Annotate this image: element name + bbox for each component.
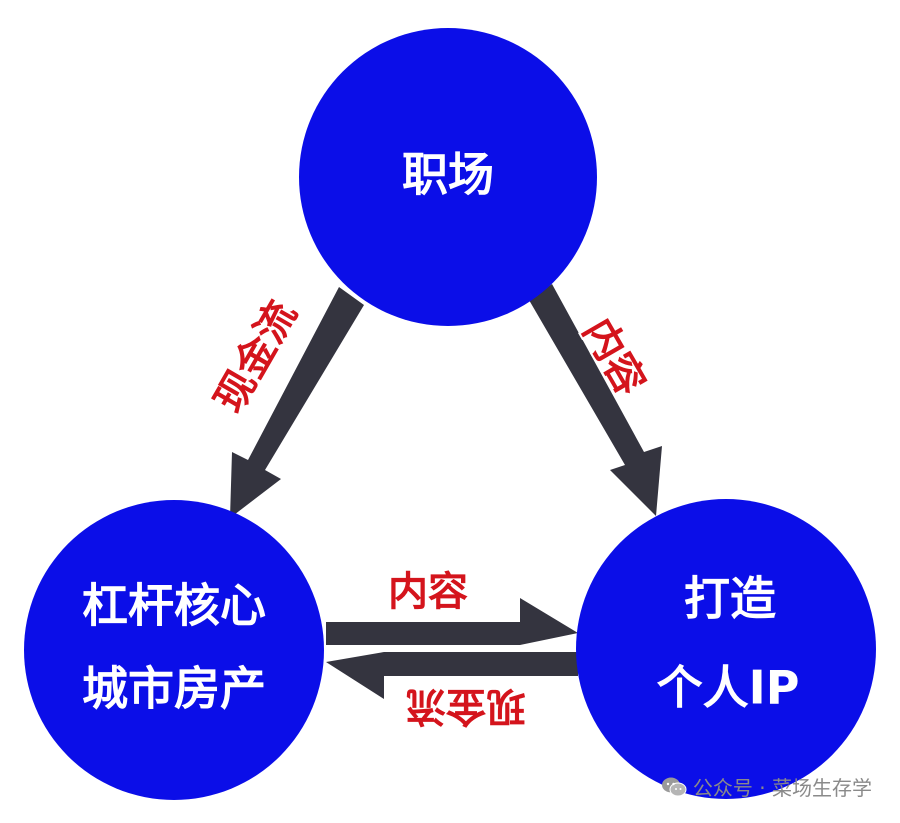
- wechat-icon: [661, 777, 687, 796]
- node-left-line1: 杠杆核心: [82, 579, 266, 633]
- node-right-circle: [576, 499, 876, 799]
- watermark: 公众号 · 菜场生存学: [661, 772, 872, 801]
- node-right-line1: 打造: [684, 572, 776, 626]
- edge-label-left-to-right: 内容: [388, 569, 468, 615]
- node-left-circle: [24, 500, 324, 800]
- watermark-text: 公众号 · 菜场生存学: [692, 776, 872, 800]
- arrow-right-to-left: [326, 652, 578, 699]
- arrow-left-to-right: [326, 598, 578, 645]
- node-top-circle: [299, 28, 597, 326]
- arrow-top-to-left: [230, 287, 364, 518]
- node-top-label: 职场: [402, 148, 494, 202]
- edge-label-right-to-left: 现金流: [406, 683, 526, 729]
- node-left-line2: 城市房产: [82, 662, 266, 716]
- arrow-top-to-right: [529, 284, 662, 516]
- node-right-line2: 个人IP: [657, 661, 800, 715]
